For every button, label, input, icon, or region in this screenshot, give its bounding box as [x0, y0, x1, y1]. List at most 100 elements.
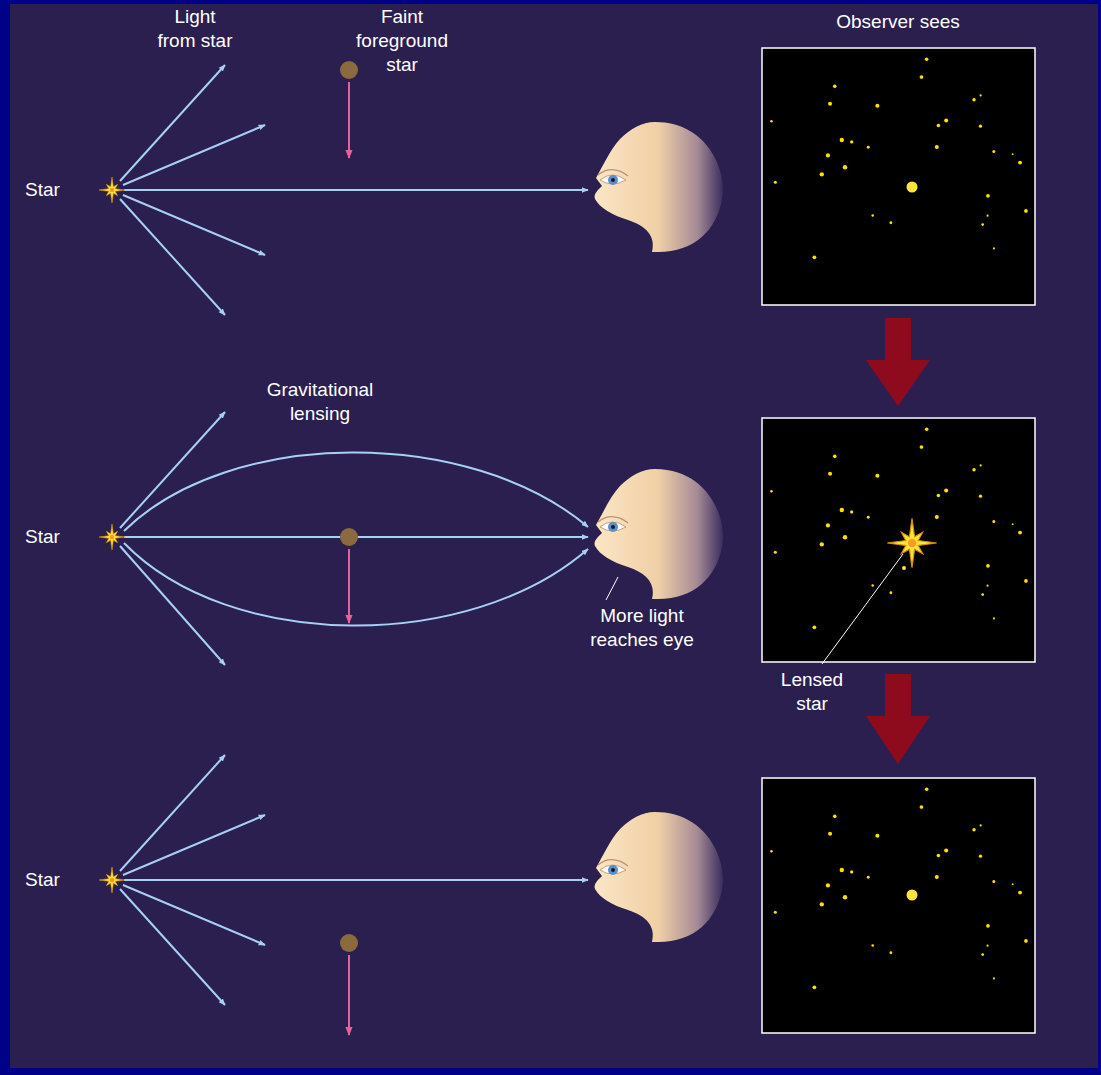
- background-star: [1018, 531, 1022, 535]
- background-star: [902, 566, 906, 570]
- background-star: [820, 172, 824, 176]
- background-star: [992, 150, 995, 153]
- background-star: [867, 516, 870, 519]
- motion-arrow: [348, 955, 350, 1035]
- background-star: [889, 221, 892, 224]
- background-star: [920, 445, 924, 449]
- background-star: [774, 551, 777, 554]
- background-star: [1012, 153, 1014, 155]
- background-star: [850, 870, 853, 873]
- background-star: [1024, 939, 1028, 943]
- background-star: [828, 832, 832, 836]
- star-label: Star: [14, 178, 71, 202]
- background-star: [840, 508, 844, 512]
- background-star: [937, 494, 941, 498]
- background-star: [944, 488, 948, 492]
- background-star: [875, 834, 879, 838]
- background-star: [770, 120, 773, 123]
- observer-face: [595, 812, 724, 942]
- ray-label: Light from star: [155, 5, 235, 53]
- source-star: [99, 177, 125, 203]
- background-star: [770, 850, 773, 853]
- background-star: [987, 945, 989, 947]
- light-rays: [120, 65, 588, 315]
- background-star: [944, 118, 948, 122]
- background-star: [850, 510, 853, 513]
- background-star: [987, 215, 989, 217]
- background-star: [867, 146, 870, 149]
- lens-label: Faint foreground star: [355, 5, 450, 77]
- background-star: [986, 924, 990, 928]
- background-star: [992, 520, 995, 523]
- background-star: [972, 828, 975, 831]
- background-star: [972, 468, 975, 471]
- background-star: [843, 535, 847, 539]
- background-star: [993, 247, 995, 249]
- background-star: [937, 854, 941, 858]
- foreground-star: [340, 934, 358, 952]
- background-star: [1018, 891, 1022, 895]
- panel-heading: Observer sees: [813, 10, 984, 34]
- sequence-arrow: [866, 674, 930, 764]
- target-star: [907, 182, 918, 193]
- background-star: [833, 454, 837, 458]
- background-star: [1024, 209, 1028, 213]
- light-rays: [120, 755, 588, 1005]
- background-star: [1024, 579, 1028, 583]
- background-star: [920, 75, 924, 79]
- lensing-label: Gravitational lensing: [263, 378, 377, 426]
- background-star: [843, 165, 847, 169]
- background-star: [935, 145, 939, 149]
- background-star: [840, 138, 844, 142]
- leader-line: [606, 577, 618, 600]
- sky-panel: [762, 48, 1035, 305]
- motion-arrow: [348, 82, 350, 158]
- background-star: [993, 617, 995, 619]
- background-star: [937, 124, 941, 128]
- motion-arrow: [348, 549, 350, 623]
- background-star: [972, 98, 975, 101]
- background-star: [981, 223, 984, 226]
- star-label: Star: [14, 868, 71, 892]
- background-star: [981, 953, 984, 956]
- background-star: [812, 255, 816, 259]
- background-star: [774, 911, 777, 914]
- background-star: [875, 104, 879, 108]
- background-star: [944, 848, 948, 852]
- background-star: [850, 140, 853, 143]
- background-star: [774, 181, 777, 184]
- sky-panel: [762, 778, 1035, 1033]
- background-star: [871, 584, 874, 587]
- background-star: [826, 153, 830, 157]
- background-star: [993, 977, 995, 979]
- lensed-star: [887, 518, 936, 567]
- background-star: [843, 895, 847, 899]
- leader-line: [822, 554, 903, 664]
- background-star: [979, 125, 982, 128]
- background-stars: [770, 57, 1028, 989]
- background-star: [980, 824, 982, 826]
- background-star: [1018, 161, 1022, 165]
- callout-label: Lensed star: [774, 668, 850, 716]
- source-star: [99, 867, 125, 893]
- background-star: [812, 625, 816, 629]
- background-star: [820, 542, 824, 546]
- background-star: [826, 523, 830, 527]
- target-star: [907, 890, 918, 901]
- background-star: [1012, 523, 1014, 525]
- background: [10, 4, 1098, 1068]
- row-before: [99, 61, 723, 315]
- background-star: [840, 868, 844, 872]
- background-star: [820, 902, 824, 906]
- background-star: [979, 495, 982, 498]
- background-star: [980, 94, 982, 96]
- background-star: [871, 944, 874, 947]
- foreground-star: [340, 528, 358, 546]
- sky-panel: [762, 418, 1035, 662]
- background-star: [770, 490, 773, 493]
- background-star: [925, 787, 929, 791]
- background-star: [980, 464, 982, 466]
- background-star: [920, 805, 924, 809]
- observer-face: [595, 469, 724, 599]
